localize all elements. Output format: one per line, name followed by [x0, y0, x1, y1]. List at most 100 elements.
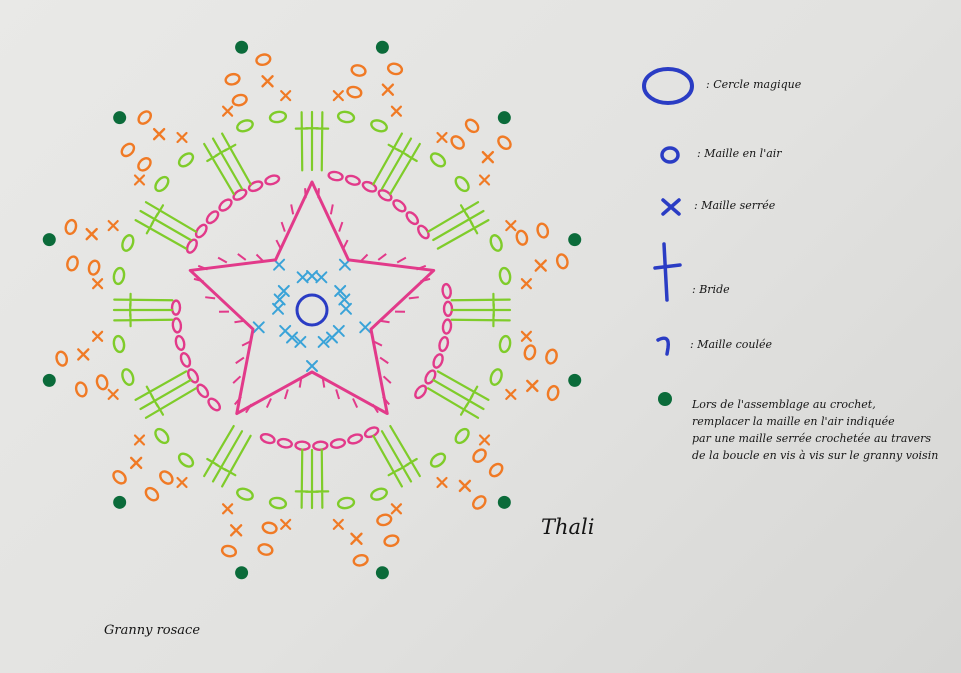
double-crochet-stitch [136, 220, 187, 249]
chain-stitch [464, 117, 481, 134]
chain-stitch [449, 134, 466, 151]
star-outline [190, 182, 433, 414]
join-dot [568, 374, 581, 387]
legend-double-crochet-symbol [655, 244, 680, 300]
join-dot [43, 374, 56, 387]
chain-stitch [453, 427, 471, 446]
double-crochet-stitch [428, 388, 478, 418]
double-crochet-stitch [373, 436, 402, 487]
single-crochet-stitch [341, 304, 351, 314]
single-crochet-stitch [460, 481, 470, 491]
double-crochet-stitch [318, 188, 319, 198]
chain-stitch [64, 219, 77, 235]
single-crochet-stitch [483, 152, 493, 162]
double-crochet-stitch [222, 134, 251, 185]
join-dot [376, 566, 389, 579]
chain-stitch [387, 62, 403, 75]
chain-stitch [75, 381, 88, 397]
double-crochet-stitch [238, 254, 246, 260]
double-crochet-stitch [296, 450, 308, 508]
chain-stitch [257, 543, 273, 556]
chain-stitch [264, 174, 280, 186]
single-crochet-stitch [437, 133, 446, 142]
single-crochet-stitch [437, 478, 446, 487]
chain-stitch [347, 433, 363, 445]
double-crochet-stitch [141, 380, 191, 409]
double-crochet-stitch [218, 258, 227, 263]
single-crochet-stitch [307, 361, 317, 371]
chain-stitch [556, 253, 569, 269]
single-crochet-stitch [480, 435, 489, 444]
chain-stitch [269, 497, 286, 510]
double-crochet-stitch [236, 358, 244, 364]
chain-stitch [471, 494, 488, 511]
chain-stitch [113, 267, 126, 284]
double-crochet-stitch [234, 321, 244, 323]
double-crochet-stitch [409, 297, 419, 298]
double-crochet-stitch [343, 240, 348, 249]
single-crochet-stitch [536, 261, 546, 271]
double-crochet-stitch [114, 304, 172, 316]
chain-stitch [383, 534, 399, 547]
single-crochet-stitch [135, 176, 144, 185]
single-crochet-stitch [280, 326, 290, 336]
chain-stitch [313, 441, 327, 450]
single-crochet-stitch [78, 349, 88, 359]
chain-stitch [345, 174, 361, 186]
double-crochet-stitch [205, 297, 215, 298]
chain-stitch [195, 383, 210, 399]
chain-stitch [232, 93, 248, 106]
join-note-line: Lors de l'assemblage au crochet, [692, 396, 938, 413]
legend-join-dot-symbol [658, 392, 672, 406]
chain-stitch [172, 318, 182, 333]
double-crochet-stitch [384, 376, 391, 383]
legend-label-magic-ring: : Cercle magique [706, 78, 801, 91]
chain-stitch [136, 156, 153, 173]
double-crochet-stitch [390, 144, 420, 194]
chain-stitch [95, 374, 108, 390]
chain-stitch [489, 234, 504, 252]
double-crochet-stitch [433, 380, 483, 409]
chain-stitch [499, 335, 512, 352]
single-crochet-stitch [506, 221, 515, 230]
join-dot [43, 233, 56, 246]
chain-stitch [136, 109, 153, 126]
single-crochet-stitch [87, 229, 97, 239]
single-crochet-stitch [360, 322, 370, 332]
magic-ring [297, 295, 327, 325]
chain-stitch [172, 301, 180, 315]
single-crochet-stitch [154, 129, 164, 139]
legend-symbols [644, 69, 692, 406]
chain-stitch [185, 238, 199, 254]
author-signature: Thali [541, 515, 594, 539]
single-crochet-stitch [178, 133, 187, 142]
chain-stitch [488, 462, 505, 479]
join-dot [376, 41, 389, 54]
granny-rosace-chart [43, 41, 581, 579]
chain-stitch [364, 426, 380, 439]
double-crochet-stitch [452, 304, 510, 316]
double-crochet-stitch [213, 139, 242, 189]
double-crochet-stitch [276, 240, 281, 249]
double-crochet-stitch [146, 388, 196, 418]
chain-stitch [353, 554, 369, 567]
chain-stitch [177, 451, 196, 469]
chain-stitch [262, 521, 278, 534]
chain-stitch [546, 385, 559, 401]
chain-stitch [330, 438, 345, 449]
double-crochet-stitch [233, 376, 240, 383]
chain-stitch [442, 284, 452, 299]
single-crochet-stitch [281, 520, 290, 529]
legend-single-crochet-symbol [663, 200, 679, 214]
single-crochet-stitch [109, 221, 118, 230]
join-dot [568, 233, 581, 246]
chain-stitch [370, 487, 388, 502]
chain-stitch [432, 353, 445, 369]
chain-stitch [236, 487, 254, 502]
chain-stitch [206, 397, 221, 413]
chain-stitch [429, 451, 448, 469]
single-crochet-stitch [334, 520, 343, 529]
chain-stitch [277, 438, 292, 449]
single-crochet-stitch [93, 279, 102, 288]
